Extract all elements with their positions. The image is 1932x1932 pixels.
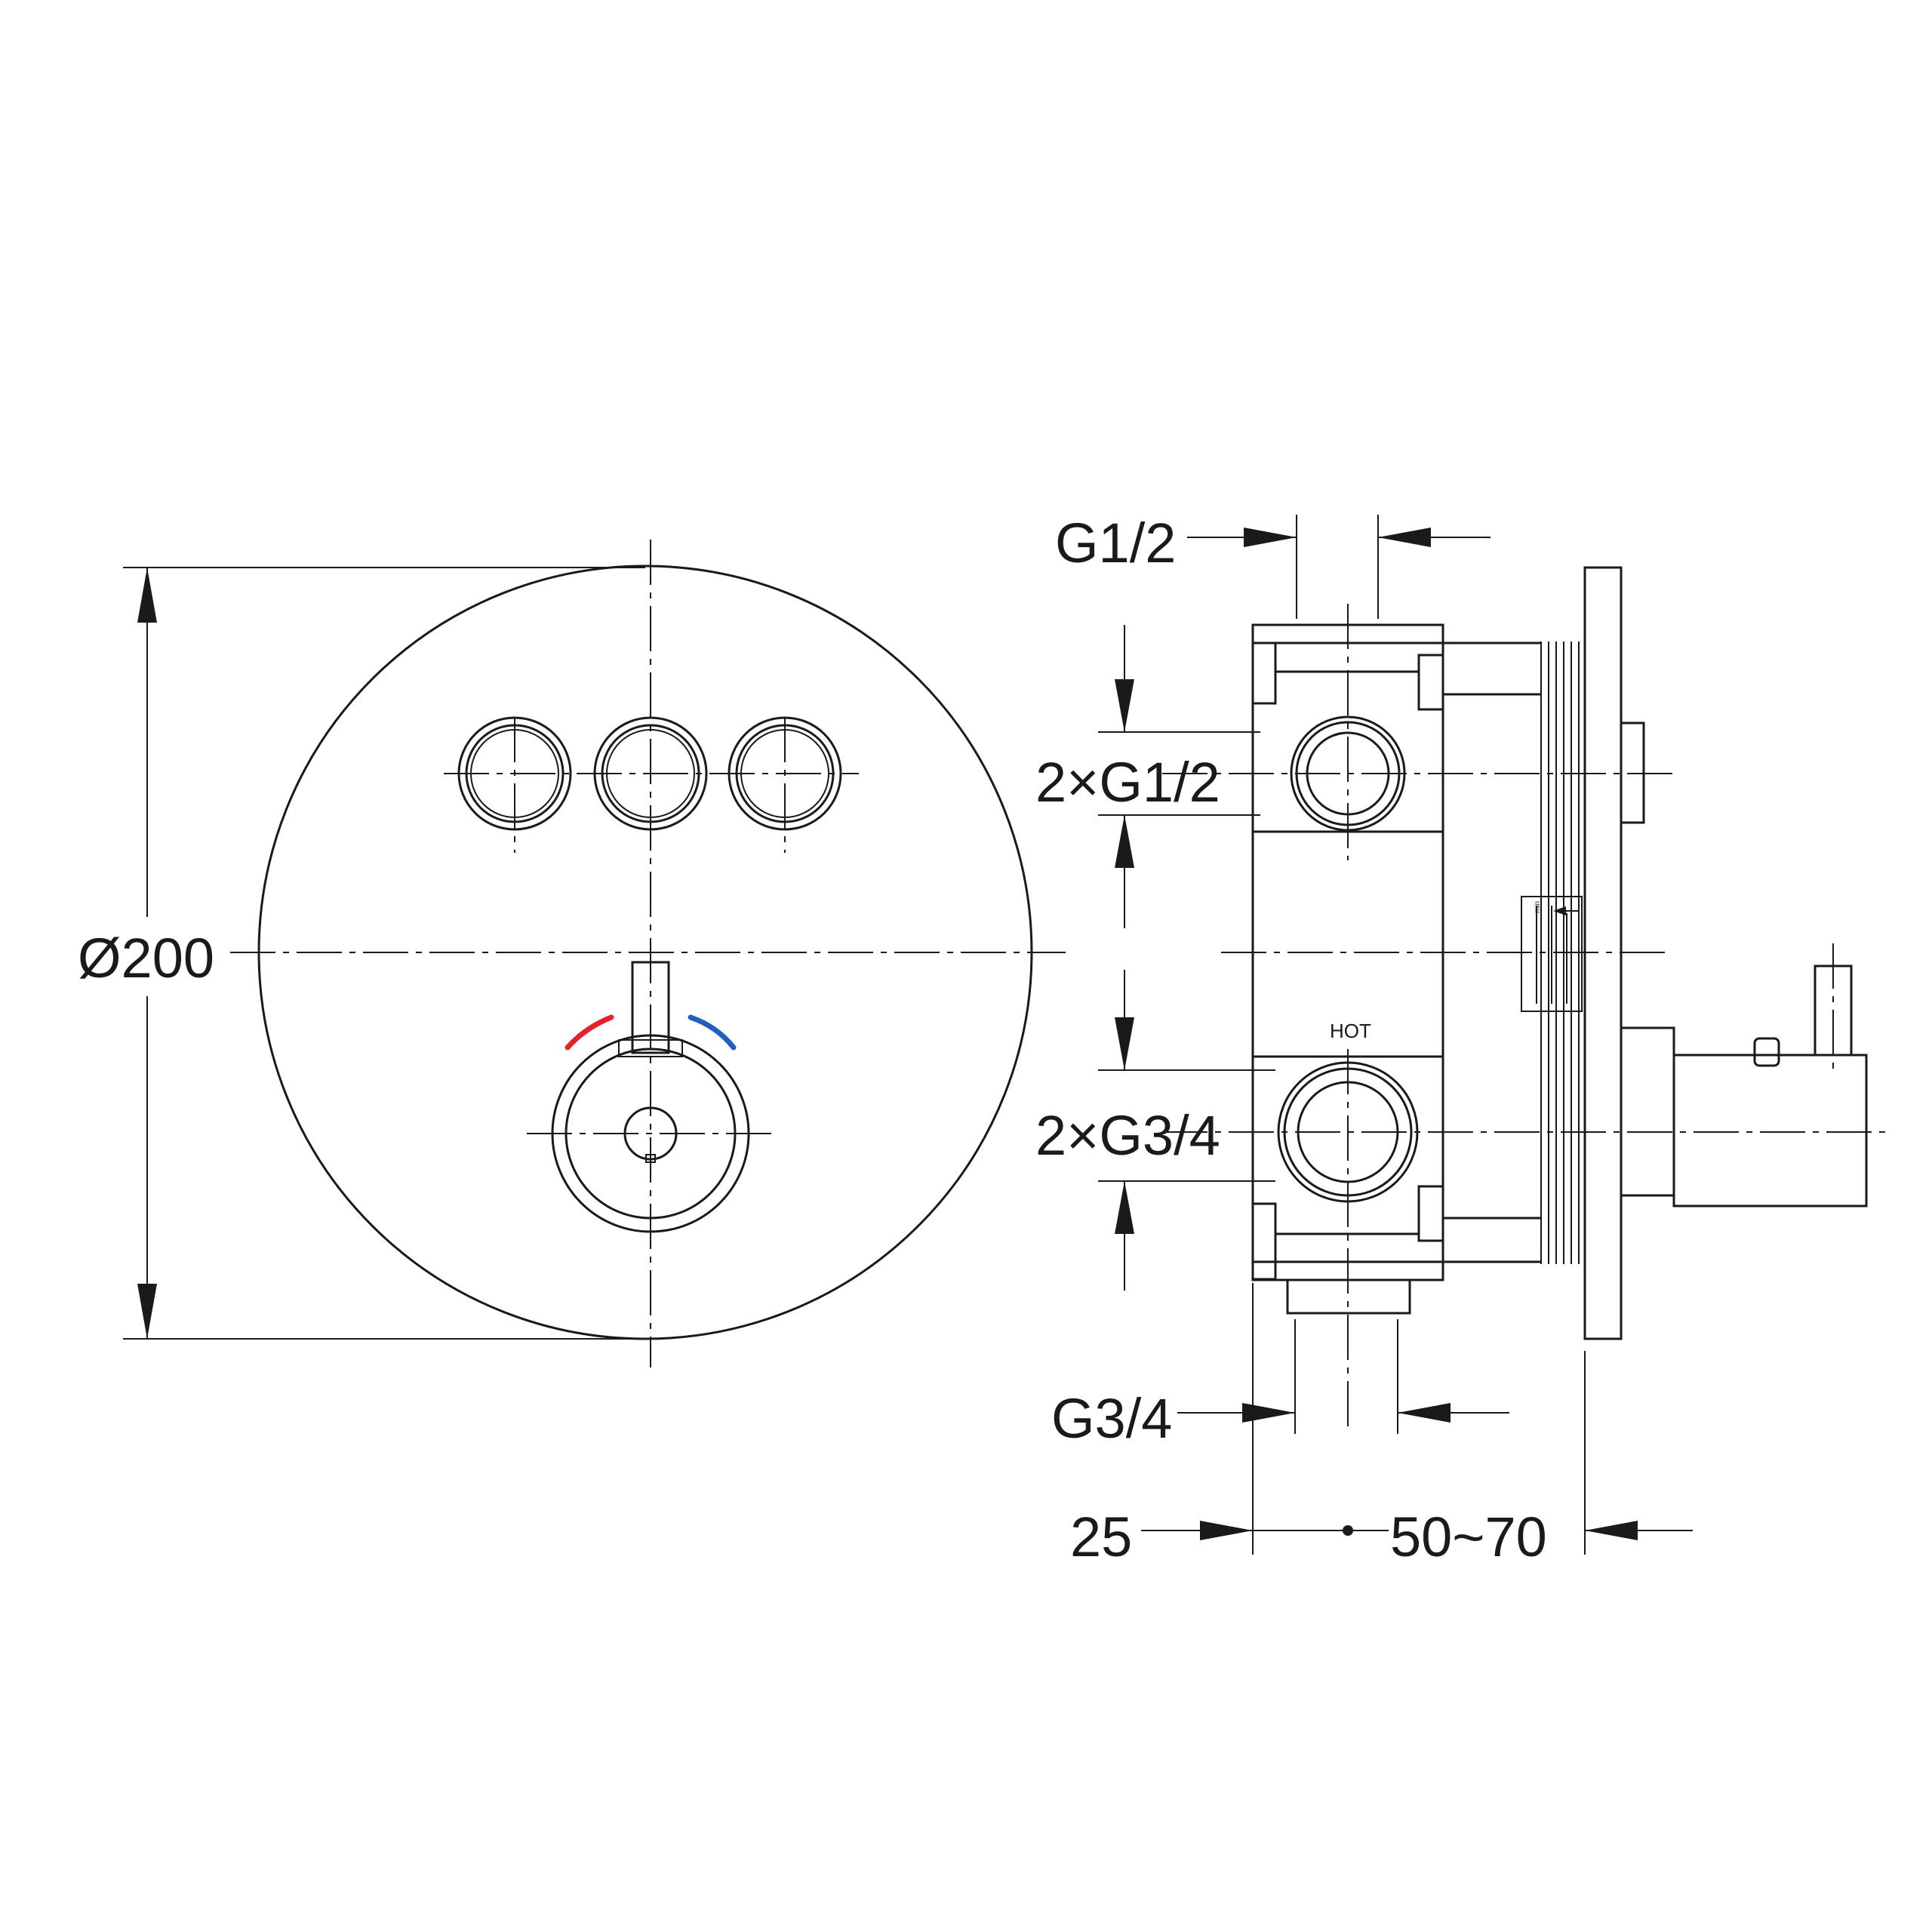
hot-inlet-port	[1162, 1049, 1887, 1434]
diameter-dimension	[123, 567, 645, 1340]
cold-indicator	[688, 1014, 737, 1051]
dim-outlet-vertical	[1098, 625, 1260, 928]
depth-install-label: 50~70	[1390, 1506, 1547, 1568]
dim-inlet-vertical	[1098, 970, 1275, 1291]
dim-top-width	[1187, 515, 1491, 619]
cover-plate-edge	[1583, 566, 1623, 1340]
handle-assembly	[1620, 943, 1868, 1208]
depth-body-label: 25	[1070, 1506, 1132, 1568]
front-view: Ø200	[78, 540, 1066, 1367]
threaded-sleeve: min	[1521, 641, 1583, 1264]
push-button-2	[593, 716, 708, 831]
inlet-bottom-width-label: G3/4	[1051, 1387, 1172, 1450]
dim-bottom-width	[1177, 1319, 1509, 1434]
outlet-port	[1162, 604, 1677, 860]
min-label: min	[1534, 901, 1542, 913]
side-view: HOT min	[1035, 512, 1887, 1568]
hot-indicator	[565, 1014, 614, 1051]
diameter-label: Ø200	[78, 927, 214, 989]
inlet-hot-label: 2×G3/4	[1035, 1104, 1220, 1167]
push-button-3	[728, 716, 842, 853]
knob-lever	[631, 961, 670, 1054]
hot-label: HOT	[1330, 1020, 1371, 1042]
dim-depth	[1141, 1283, 1693, 1555]
temperature-knob	[527, 961, 774, 1233]
push-button-1	[457, 716, 572, 853]
outlet-top-width-label: G1/2	[1055, 512, 1176, 574]
outlet-mid-label: 2×G1/2	[1035, 751, 1220, 814]
